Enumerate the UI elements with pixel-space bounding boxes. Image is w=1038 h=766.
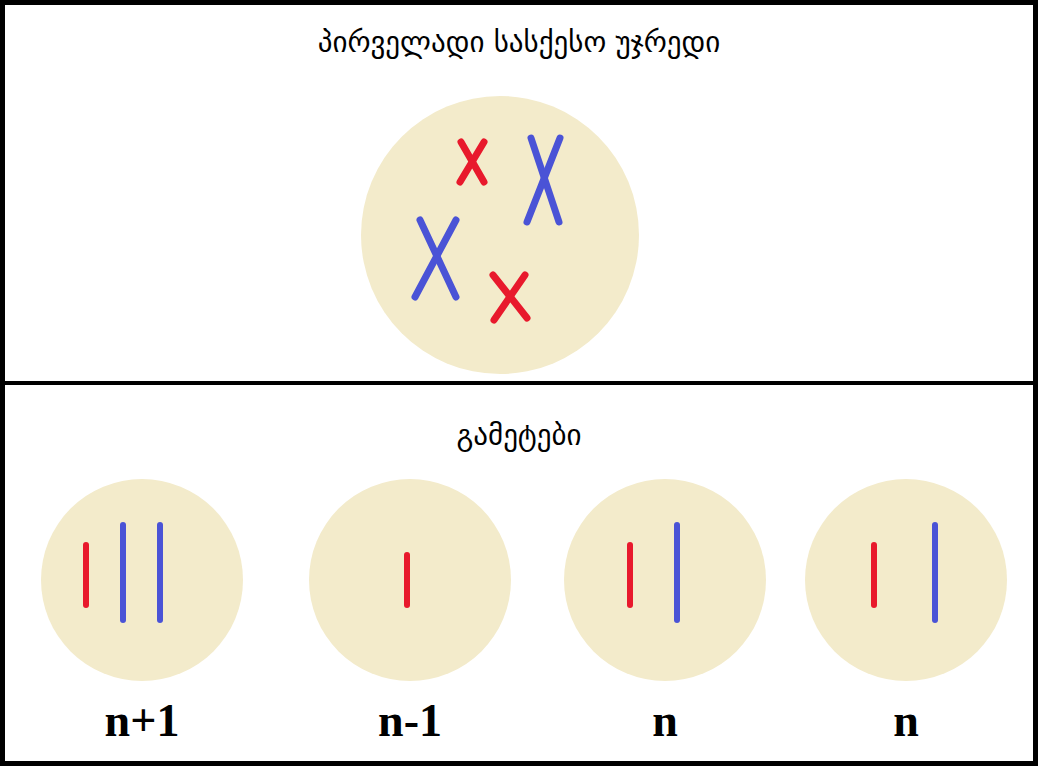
panel-heading: პირველადი სასქესო უჯრედი xyxy=(5,25,1033,59)
gamete-cell: n-1 xyxy=(309,479,511,681)
gamete-cell: n+1 xyxy=(41,479,243,681)
panel-heading: გამეტები xyxy=(5,418,1033,452)
ploidy-label: n xyxy=(652,695,678,747)
ploidy-label: n+1 xyxy=(105,695,180,747)
ploidy-label: n-1 xyxy=(378,695,442,747)
gamete-cell: n xyxy=(805,479,1007,681)
cell-outline xyxy=(564,479,766,681)
gamete-cell: n xyxy=(564,479,766,681)
panel-band: პირველადი სასქესო უჯრედი xyxy=(5,5,1033,381)
cell-outline xyxy=(805,479,1007,681)
panel-band: გამეტებიn+1n-1nn xyxy=(5,385,1033,761)
cell-outline xyxy=(309,479,511,681)
ploidy-label: n xyxy=(893,695,919,747)
cell-outline xyxy=(41,479,243,681)
